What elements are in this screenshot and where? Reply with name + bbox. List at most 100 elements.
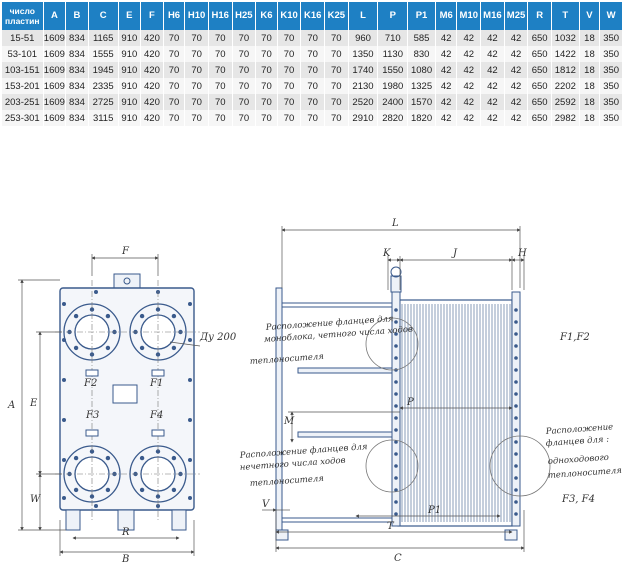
table-cell: 1325 bbox=[407, 78, 436, 94]
column-header: K6 bbox=[255, 2, 278, 30]
table-cell: 910 bbox=[118, 110, 142, 126]
table-cell: 42 bbox=[480, 110, 505, 126]
dim-r: R bbox=[121, 527, 130, 538]
svg-text:фланцев для :: фланцев для : bbox=[546, 435, 610, 449]
label-dn200: Ду 200 bbox=[199, 332, 237, 343]
table-cell: 910 bbox=[118, 46, 142, 62]
table-cell: 18 bbox=[579, 46, 601, 62]
table-cell: 70 bbox=[300, 110, 325, 126]
table-cell: 834 bbox=[65, 30, 89, 46]
table-cell: 70 bbox=[300, 30, 325, 46]
table-cell: 420 bbox=[140, 94, 164, 110]
table-cell: 70 bbox=[324, 30, 349, 46]
table-cell: 650 bbox=[527, 78, 552, 94]
table-cell: 70 bbox=[232, 30, 257, 46]
side-view bbox=[275, 266, 551, 541]
dim-a: A bbox=[7, 400, 15, 411]
table-cell: 2592 bbox=[551, 94, 580, 110]
label-f3f4: F3, F4 bbox=[561, 494, 595, 505]
column-header: T bbox=[551, 2, 580, 30]
svg-text:теплоносителя: теплоносителя bbox=[250, 474, 325, 489]
table-cell: 70 bbox=[255, 94, 278, 110]
table-cell: 203-251 bbox=[2, 94, 44, 110]
table-cell: 42 bbox=[456, 30, 482, 46]
table-cell: 70 bbox=[163, 94, 186, 110]
dim-l: L bbox=[391, 218, 399, 229]
table-cell: 1350 bbox=[348, 46, 379, 62]
dim-t: T bbox=[387, 521, 395, 532]
column-header: L bbox=[348, 2, 379, 30]
table-cell: 1080 bbox=[407, 62, 436, 78]
table-cell: 70 bbox=[184, 78, 209, 94]
dim-j: J bbox=[451, 248, 458, 259]
table-cell: 1130 bbox=[377, 46, 409, 62]
table-cell: 834 bbox=[65, 94, 89, 110]
table-cell: 70 bbox=[208, 62, 233, 78]
column-header: H6 bbox=[163, 2, 186, 30]
table-cell: 1740 bbox=[348, 62, 379, 78]
table-cell: 1422 bbox=[551, 46, 580, 62]
front-dimension-labels: F A E W R B F2 F1 F3 F4 Ду 200 bbox=[7, 246, 237, 565]
table-cell: 42 bbox=[435, 94, 458, 110]
table-cell: 830 bbox=[407, 46, 436, 62]
table-cell: 1820 bbox=[407, 110, 436, 126]
column-header: M25 bbox=[504, 2, 529, 30]
note-single-pass: Расположение фланцев для : одноходового … bbox=[545, 422, 623, 481]
table-cell: 42 bbox=[435, 78, 458, 94]
table-cell: 70 bbox=[324, 94, 349, 110]
side-dimensions bbox=[262, 226, 525, 552]
dim-b: B bbox=[121, 554, 129, 565]
table-cell: 42 bbox=[504, 110, 529, 126]
table-cell: 910 bbox=[118, 62, 142, 78]
table-cell: 1609 bbox=[43, 46, 67, 62]
table-cell: 70 bbox=[184, 94, 209, 110]
table-cell: 70 bbox=[163, 46, 186, 62]
table-cell: 42 bbox=[480, 94, 505, 110]
table-cell: 70 bbox=[324, 78, 349, 94]
table-cell: 650 bbox=[527, 62, 552, 78]
table-cell: 70 bbox=[277, 46, 302, 62]
table-cell: 2910 bbox=[348, 110, 379, 126]
table-cell: 103-151 bbox=[2, 62, 44, 78]
dim-w: W bbox=[30, 494, 41, 505]
table-cell: 834 bbox=[65, 78, 89, 94]
table-cell: 1165 bbox=[88, 30, 119, 46]
column-header: R bbox=[527, 2, 552, 30]
table-cell: 1609 bbox=[43, 78, 67, 94]
svg-text:теплоносителя: теплоносителя bbox=[250, 352, 325, 367]
column-header: A bbox=[43, 2, 67, 30]
table-cell: 2130 bbox=[348, 78, 379, 94]
table-cell: 2202 bbox=[551, 78, 580, 94]
table-cell: 650 bbox=[527, 46, 552, 62]
table-cell: 70 bbox=[324, 46, 349, 62]
note-monoblock: Расположение фланцев для моноблока, четн… bbox=[250, 314, 414, 367]
table-cell: 910 bbox=[118, 78, 142, 94]
table-cell: 650 bbox=[527, 94, 552, 110]
label-f2: F2 bbox=[83, 378, 97, 389]
table-cell: 2520 bbox=[348, 94, 379, 110]
table-cell: 70 bbox=[324, 110, 349, 126]
table-cell: 42 bbox=[435, 62, 458, 78]
table-cell: 70 bbox=[163, 62, 186, 78]
front-view bbox=[55, 273, 200, 531]
column-header: W bbox=[599, 2, 623, 30]
table-cell: 70 bbox=[232, 46, 257, 62]
table-cell: 42 bbox=[435, 110, 458, 126]
table-cell: 70 bbox=[163, 78, 186, 94]
table-cell: 70 bbox=[208, 110, 233, 126]
technical-drawing: F A E W R B F2 F1 F3 F4 Ду 200 bbox=[7, 218, 623, 565]
table-cell: 70 bbox=[184, 110, 209, 126]
column-header: E bbox=[118, 2, 142, 30]
table-cell: 350 bbox=[599, 62, 623, 78]
table-cell: 70 bbox=[232, 94, 257, 110]
table-cell: 70 bbox=[300, 46, 325, 62]
table-cell: 70 bbox=[255, 30, 278, 46]
table-cell: 42 bbox=[456, 46, 482, 62]
column-header: H25 bbox=[232, 2, 257, 30]
table-cell: 1609 bbox=[43, 62, 67, 78]
